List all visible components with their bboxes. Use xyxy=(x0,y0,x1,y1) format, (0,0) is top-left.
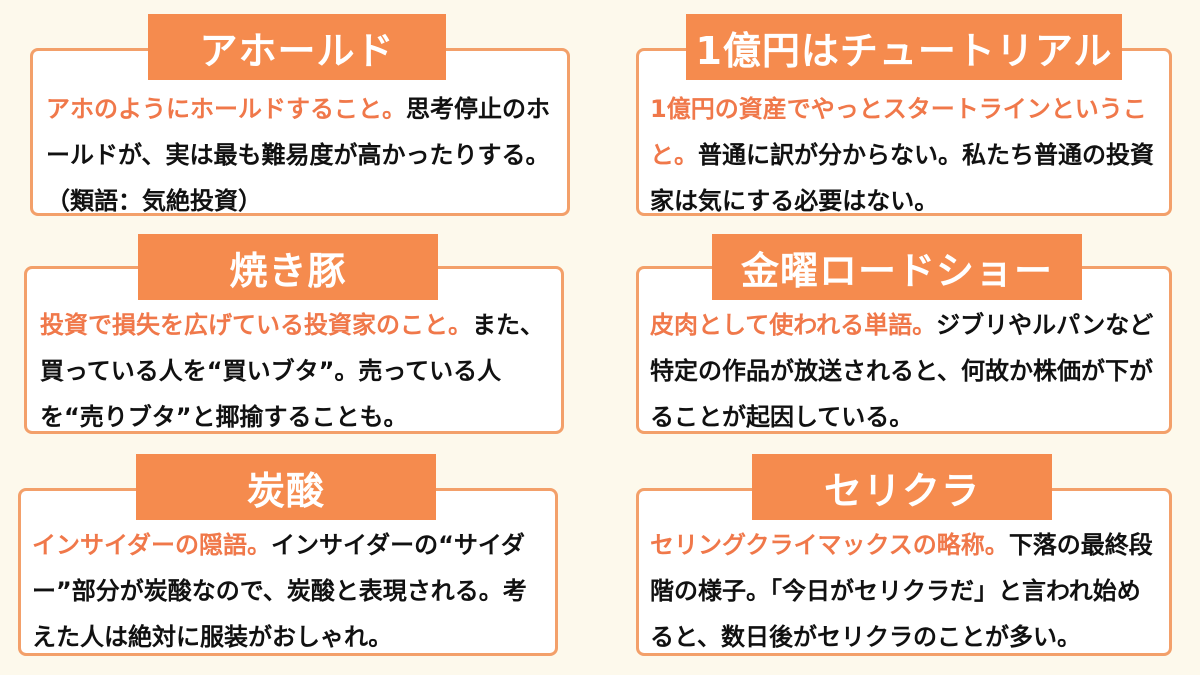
term-text-serikura: 下落の最終段階の様子。「今日がセリクラだ」と言われ始めると、数日後がセリクラのこ… xyxy=(650,531,1153,651)
term-title-ahold: アホールド xyxy=(148,14,446,80)
term-text-tansan: インサイダーの“サイダー”部分が炭酸なので、炭酸と表現される。考えた人は絶対に服… xyxy=(32,531,527,651)
term-description-tutorial: 1億円の資産でやっとスタートラインということ。普通に訳が分からない。私たち普通の… xyxy=(650,86,1158,224)
term-text-ahold: 思考停止のホールドが、実は最も難易度が高かったりする。（類語：気絶投資） xyxy=(46,95,550,215)
term-highlight-yakibuta: 投資で損失を広げている投資家のこと。 xyxy=(40,311,472,339)
term-title-yakibuta: 焼き豚 xyxy=(138,234,438,300)
term-description-tansan: インサイダーの隠語。インサイダーの“サイダー”部分が炭酸なので、炭酸と表現される… xyxy=(32,522,544,660)
term-title-tutorial: 1億円はチュートリアル xyxy=(686,14,1122,80)
term-text-yakibuta: また、買っている人を“買いブタ”。売っている人を“売りブタ”と揶揄することも。 xyxy=(40,311,544,431)
term-text-friday-roadshow: ジブリやルパンなど特定の作品が放送されると、何故か株価が下がることが起因している… xyxy=(650,311,1154,431)
term-title-serikura: セリクラ xyxy=(752,454,1052,520)
term-description-yakibuta: 投資で損失を広げている投資家のこと。また、買っている人を“買いブタ”。売っている… xyxy=(40,302,550,440)
term-title-friday-roadshow: 金曜ロードショー xyxy=(712,234,1082,300)
term-highlight-tansan: インサイダーの隠語。 xyxy=(32,531,272,559)
term-highlight-ahold: アホのようにホールドすること。 xyxy=(46,95,406,123)
term-description-serikura: セリングクライマックスの略称。下落の最終段階の様子。「今日がセリクラだ」と言われ… xyxy=(650,522,1158,660)
term-highlight-friday-roadshow: 皮肉として使われる単語。 xyxy=(650,311,937,339)
term-highlight-tutorial: 1億円の資産でやっとスタートラインということ。 xyxy=(650,95,1147,169)
term-title-tansan: 炭酸 xyxy=(136,454,436,520)
term-description-ahold: アホのようにホールドすること。思考停止のホールドが、実は最も難易度が高かったりす… xyxy=(46,86,554,224)
term-description-friday-roadshow: 皮肉として使われる単語。ジブリやルパンなど特定の作品が放送されると、何故か株価が… xyxy=(650,302,1158,440)
term-text-tutorial: 普通に訳が分からない。私たち普通の投資家は気にする必要はない。 xyxy=(650,141,1154,215)
term-highlight-serikura: セリングクライマックスの略称。 xyxy=(650,531,1009,559)
